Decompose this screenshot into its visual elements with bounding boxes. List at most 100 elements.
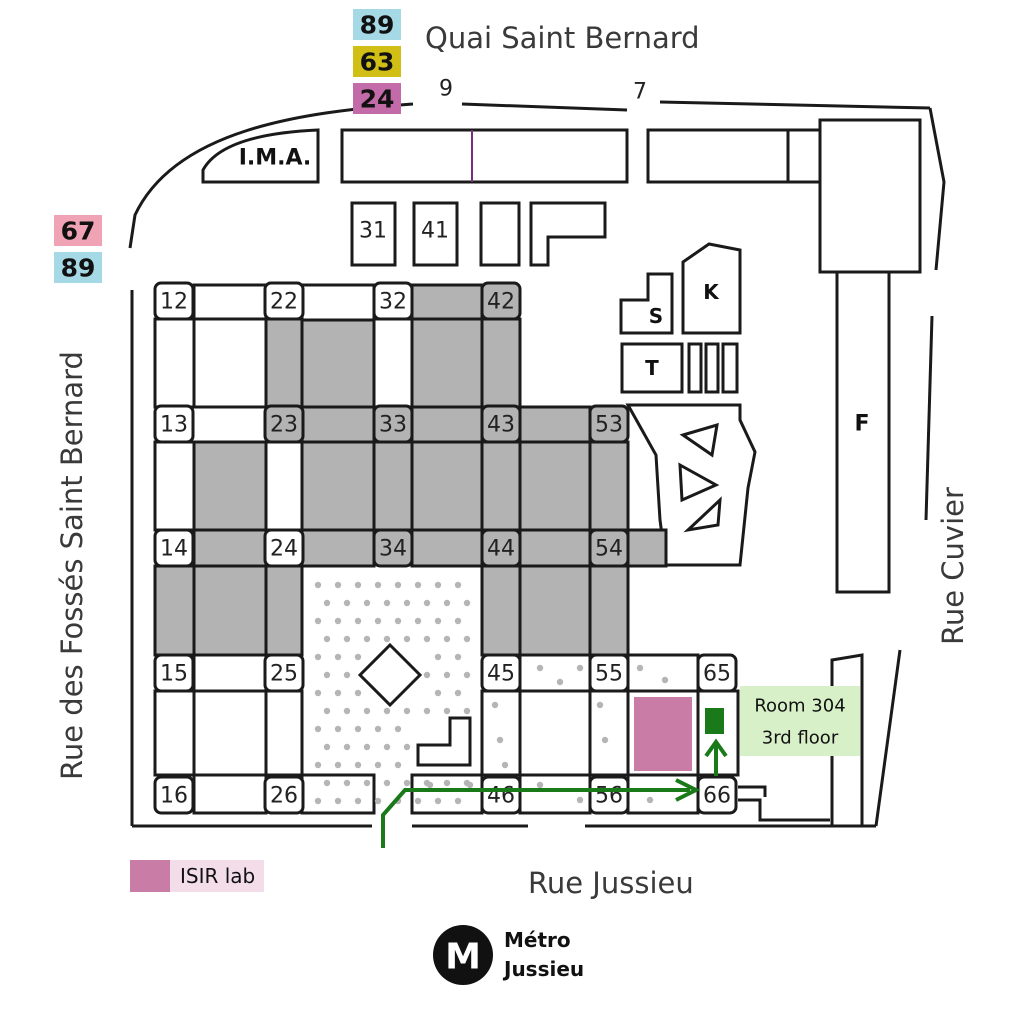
tower-label: 24 — [270, 537, 298, 562]
bus-badge-63: 63 — [353, 46, 401, 77]
building-31 — [350, 201, 397, 267]
street-quai-saint-bernard: Quai Saint Bernard — [425, 21, 700, 55]
tower-label: 22 — [270, 290, 298, 315]
tower-65: 65 — [696, 653, 738, 693]
building-north-east — [646, 128, 790, 184]
building-ima-label: I.M.A. — [239, 146, 312, 171]
building-s — [619, 272, 674, 335]
tower-label: 33 — [379, 413, 407, 438]
legend-label: ISIR lab — [180, 864, 255, 888]
entrance-9: 9 — [439, 77, 453, 102]
legend-swatch — [130, 860, 170, 892]
building-f-label: F — [854, 412, 869, 437]
building-k-label: K — [703, 280, 720, 304]
tower-24: 24 — [263, 528, 305, 568]
metro-station: M Métro Jussieu — [433, 925, 584, 985]
street-rue-jussieu: Rue Jussieu — [528, 866, 694, 900]
metro-line1: Métro — [504, 928, 571, 952]
building-t-label: T — [645, 356, 659, 380]
gray-wings — [153, 283, 668, 657]
bus-badge-67: 67 — [54, 215, 102, 246]
building-31-label: 31 — [359, 219, 387, 244]
tower-label: 56 — [595, 784, 623, 809]
building-t — [620, 342, 684, 394]
tower-54: 54 — [588, 528, 630, 568]
isir-lab-area — [634, 697, 692, 771]
svg-text:67: 67 — [61, 217, 96, 246]
building-f — [835, 270, 891, 594]
tower-label: 13 — [160, 413, 188, 438]
tower-label: 65 — [703, 662, 731, 687]
svg-text:63: 63 — [360, 48, 395, 77]
building-north-long — [340, 128, 629, 184]
tower-label: 34 — [379, 537, 407, 562]
tower-label: 43 — [487, 413, 515, 438]
tower-12: 12 — [153, 281, 195, 321]
building-41 — [412, 201, 459, 267]
room-label-bg — [740, 686, 860, 756]
tower-label: 42 — [487, 290, 515, 315]
tower-53: 53 — [588, 404, 630, 444]
tower-label: 16 — [160, 784, 188, 809]
tower-label: 23 — [270, 413, 298, 438]
building-41-label: 41 — [421, 219, 449, 244]
tower-label: 32 — [379, 290, 407, 315]
tower-13: 13 — [153, 404, 195, 444]
street-rue-cuvier: Rue Cuvier — [936, 487, 970, 645]
bus-badge-89: 89 — [54, 252, 102, 283]
tower-label: 12 — [160, 290, 188, 315]
room-label-line1: Room 304 — [754, 696, 845, 717]
tower-32: 32 — [372, 281, 414, 321]
tower-label: 45 — [487, 662, 515, 687]
tower-43: 43 — [480, 404, 522, 444]
tower-label: 26 — [270, 784, 298, 809]
tower-label: 66 — [703, 784, 731, 809]
tower-label: 25 — [270, 662, 298, 687]
street-rue-des-fosses: Rue des Fossés Saint Bernard — [55, 351, 89, 780]
tower-23: 23 — [263, 404, 305, 444]
tower-label: 14 — [160, 537, 188, 562]
tower-34: 34 — [372, 528, 414, 568]
tower-label: 53 — [595, 413, 623, 438]
tower-16: 16 — [153, 775, 195, 815]
tower-42: 42 — [480, 281, 522, 321]
building-f-tower — [818, 118, 922, 274]
building-small — [479, 201, 521, 267]
tower-66: 66 — [696, 775, 738, 815]
building-s-label: S — [649, 304, 663, 328]
svg-text:24: 24 — [360, 85, 395, 114]
tower-46: 46 — [480, 775, 522, 815]
tower-25: 25 — [263, 653, 305, 693]
room-marker — [705, 708, 724, 734]
metro-icon — [433, 925, 493, 985]
tower-label: 54 — [595, 537, 623, 562]
tower-26: 26 — [263, 775, 305, 815]
tower-44: 44 — [480, 528, 522, 568]
tower-56: 56 — [588, 775, 630, 815]
entrance-7: 7 — [633, 80, 647, 105]
center-east-buildings: S K T — [619, 242, 757, 567]
towers: 12 22 32 42 13 23 33 43 53 14 24 34 44 54 15 25 45 55 65 16… — [153, 281, 738, 815]
plaza-diamond — [357, 642, 423, 708]
tower-label: 46 — [487, 784, 515, 809]
tower-14: 14 — [153, 528, 195, 568]
tower-22: 22 — [263, 281, 305, 321]
building-f-group: F — [818, 118, 922, 594]
tower-label: 55 — [595, 662, 623, 687]
tower-15: 15 — [153, 653, 195, 693]
svg-text:89: 89 — [360, 11, 395, 40]
metro-symbol: M — [445, 937, 481, 978]
plaza-small-building — [416, 716, 472, 767]
bus-badge-89: 89 — [353, 9, 401, 40]
building-l-shape — [529, 201, 607, 267]
street-boundaries — [128, 100, 946, 828]
metro-line2: Jussieu — [502, 957, 584, 981]
plaza — [314, 581, 669, 805]
tower-33: 33 — [372, 404, 414, 444]
tower-45: 45 — [480, 653, 522, 693]
room-label-line2: 3rd floor — [762, 728, 839, 749]
bus-badge-24: 24 — [353, 83, 401, 114]
north-buildings: I.M.A. 31 41 — [201, 128, 822, 267]
